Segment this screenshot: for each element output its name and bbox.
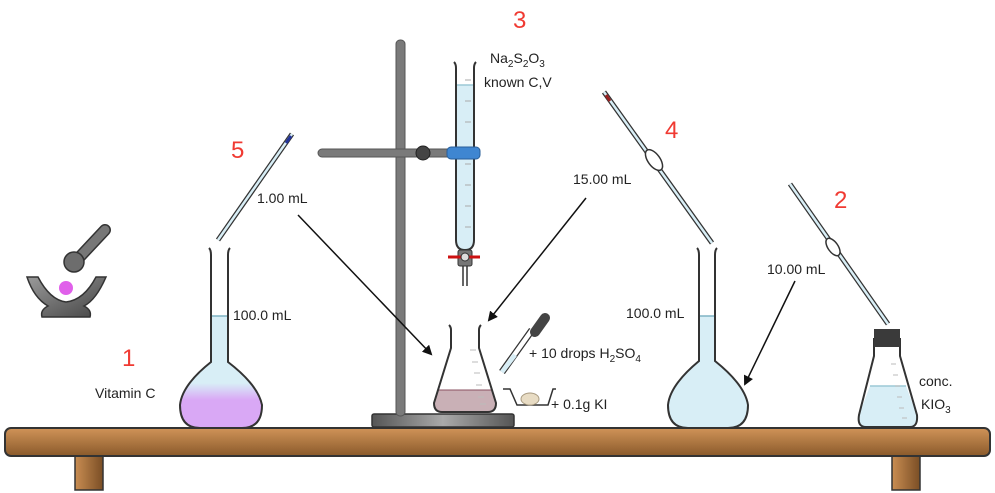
step-number-4: 4 — [665, 117, 678, 144]
kio3-formula-label: KIO3 — [921, 396, 951, 416]
step-number-2: 2 — [834, 187, 847, 214]
titrant-formula-label: Na2S2O3 — [490, 50, 545, 70]
burette — [446, 61, 481, 286]
vitamin-c-label: Vitamin C — [95, 385, 155, 401]
pipette-step-4 — [601, 90, 715, 245]
titration-erlenmeyer-flask — [432, 324, 498, 413]
kio3-erlenmeyer-flask — [857, 329, 919, 428]
volumetric-flask-vitamin-c — [178, 247, 264, 429]
mortar-and-pestle-icon — [25, 224, 111, 318]
flask-1-volume-label: 100.0 mL — [233, 307, 292, 323]
clamp-knob-icon — [415, 145, 431, 161]
step-2-volume-label: 10.00 mL — [767, 261, 826, 277]
burette-clamp — [446, 146, 481, 160]
volumetric-flask-step-4 — [666, 247, 750, 429]
weigh-boat-ki — [503, 388, 556, 406]
step-4-volume-label: 15.00 mL — [573, 171, 632, 187]
arrow-step-2 — [743, 280, 796, 386]
vitamin-c-tablet-icon — [59, 281, 73, 295]
flask-4-volume-label: 100.0 mL — [626, 305, 685, 321]
kio3-conc-label: conc. — [919, 373, 952, 389]
step-number-3: 3 — [513, 7, 526, 34]
ring-stand — [317, 39, 515, 428]
pipette-step-5 — [215, 132, 295, 242]
step-number-1: 1 — [122, 345, 135, 372]
lab-bench — [4, 427, 991, 491]
arrow-step-5 — [297, 214, 433, 356]
stopper — [874, 329, 900, 347]
pipette-step-2 — [787, 182, 891, 326]
acid-addition-label: + 10 drops H2SO4 — [529, 345, 641, 365]
step-5-volume-label: 1.00 mL — [257, 190, 308, 206]
step-number-5: 5 — [231, 137, 244, 164]
ki-addition-label: + 0.1g KI — [551, 396, 607, 412]
dropper-icon — [499, 313, 550, 375]
titrant-known-label: known C,V — [484, 74, 552, 90]
arrow-step-4 — [487, 197, 587, 322]
